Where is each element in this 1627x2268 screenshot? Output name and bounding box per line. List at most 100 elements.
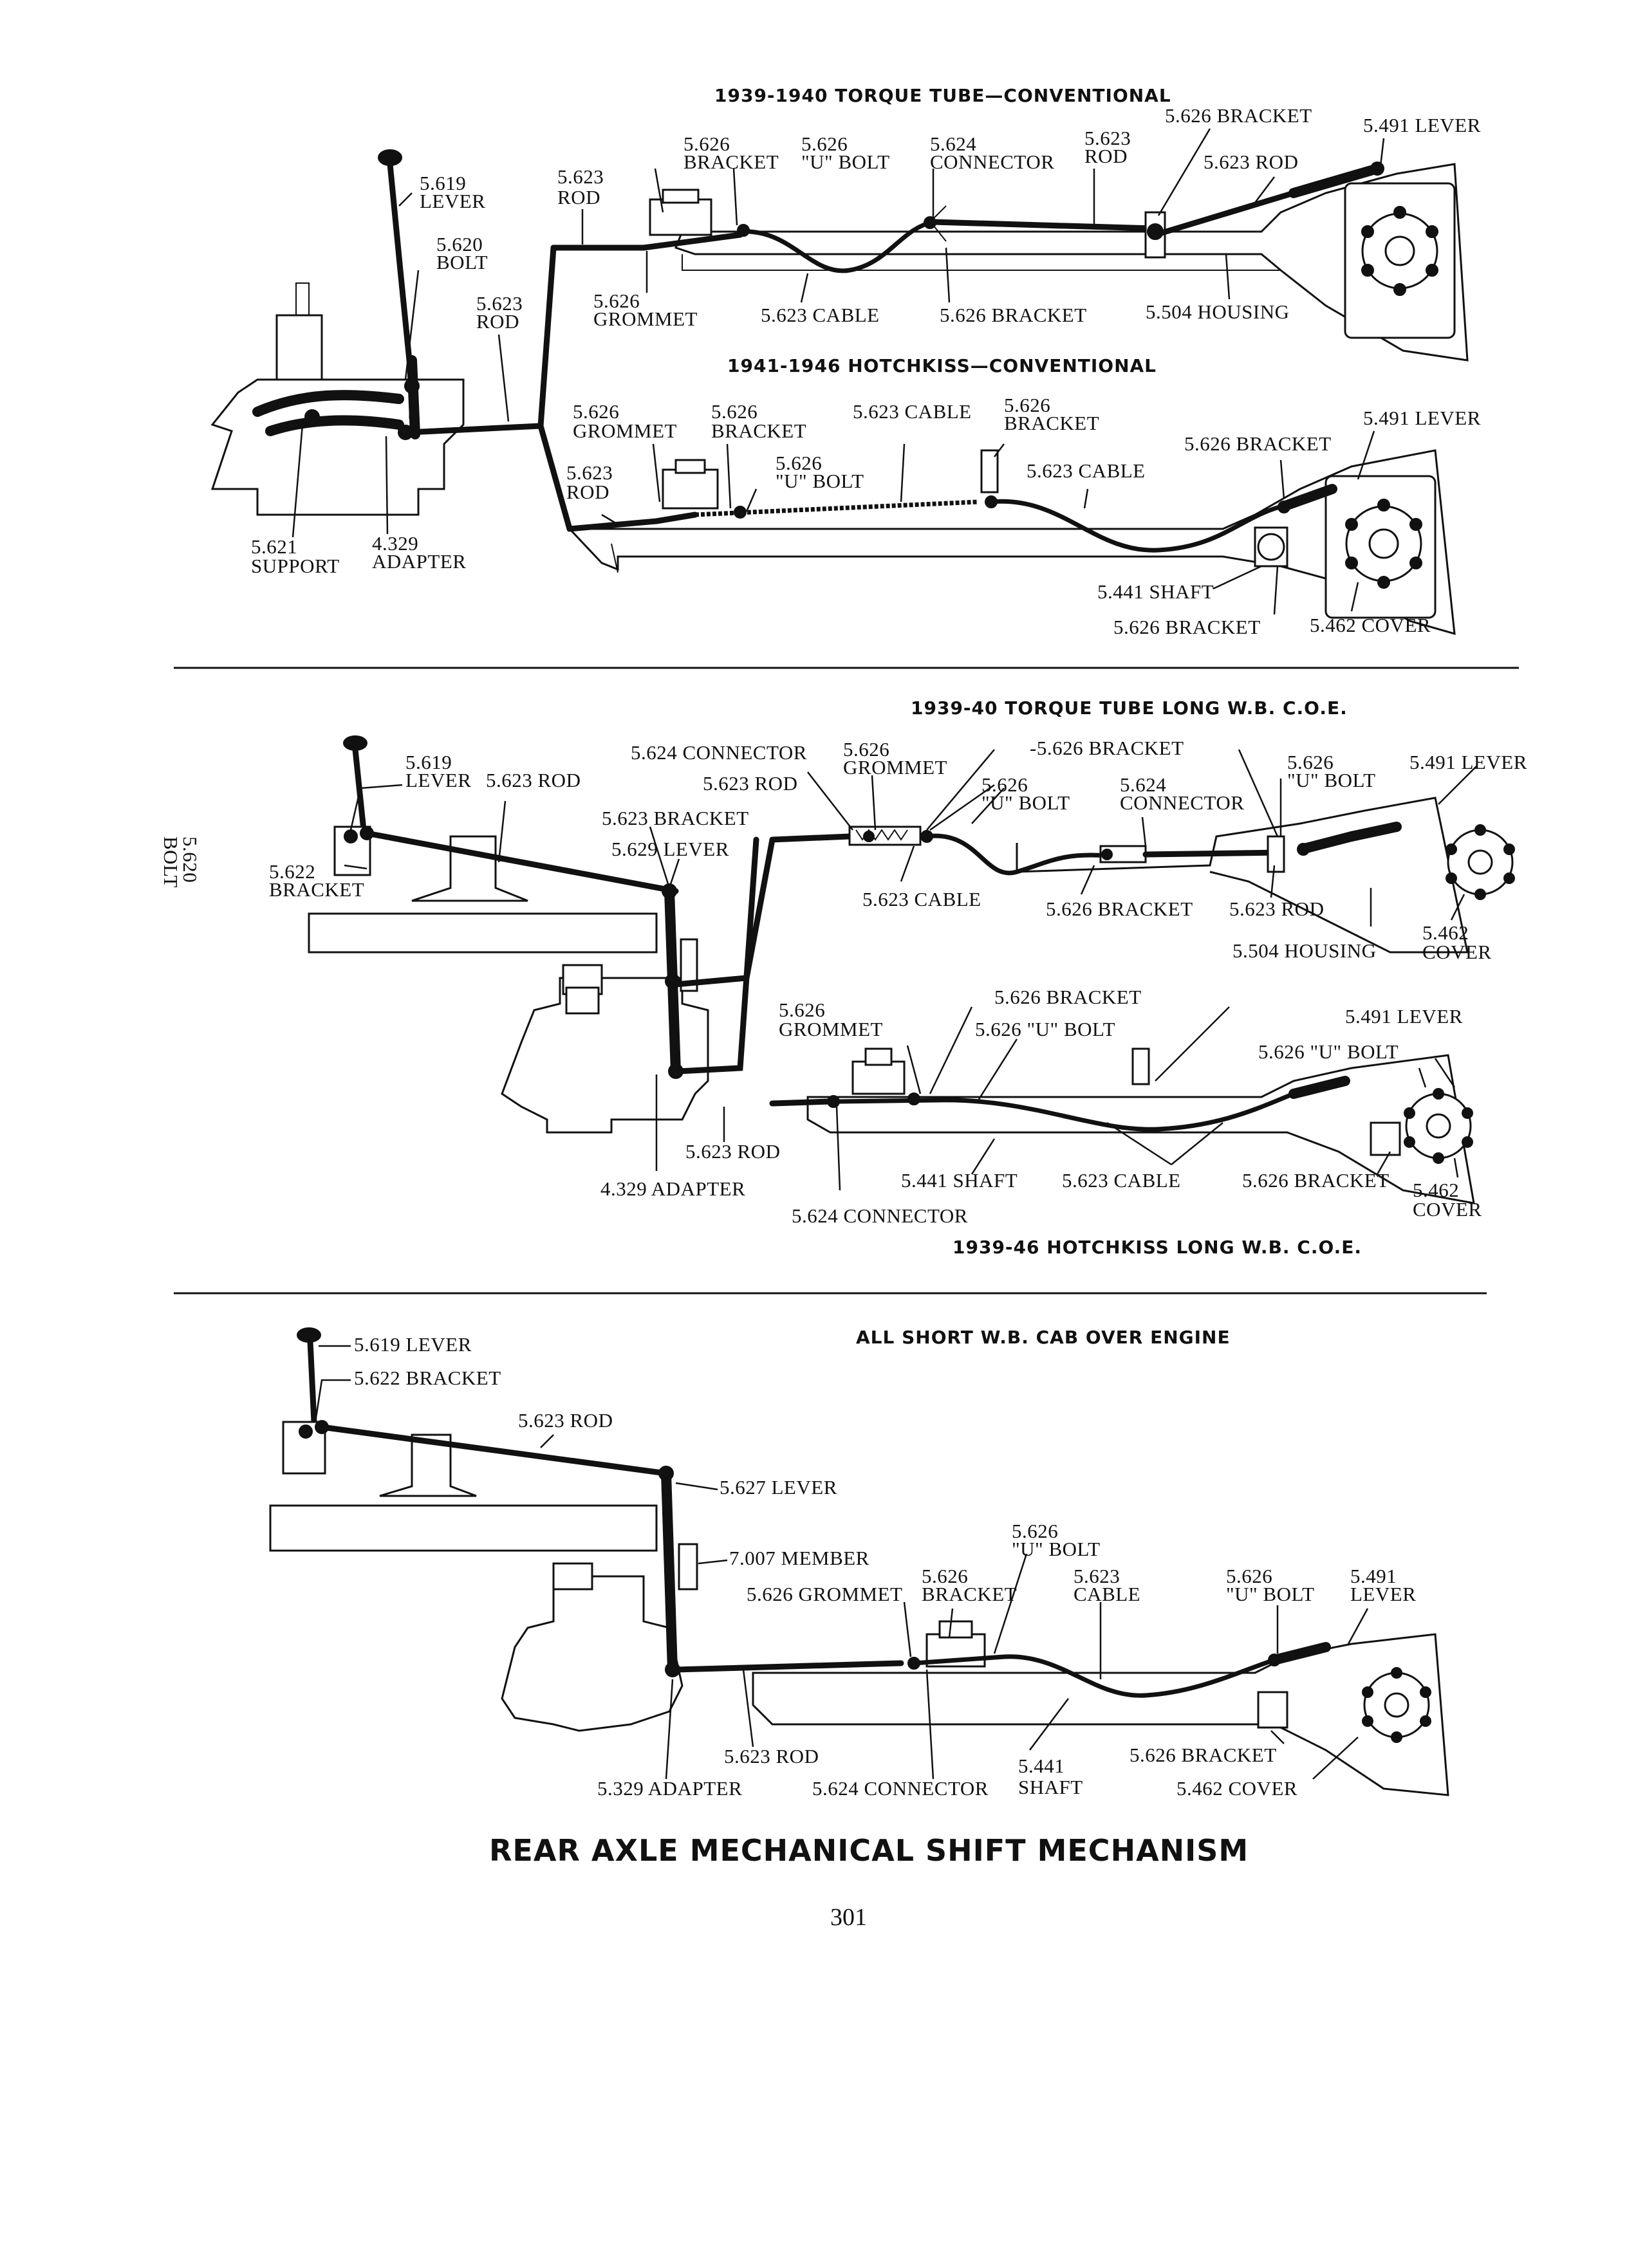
d2-rod-name: ROD <box>566 481 609 503</box>
d3-rod-a-label: 5.623 ROD <box>486 769 581 791</box>
d5-grommet-label: 5.626 GROMMET <box>747 1583 902 1605</box>
d5-bracket-a-label: 5.626 <box>922 1565 968 1587</box>
diagram4-header: 1939-46 HOTCHKISS LONG W.B. C.O.E. <box>953 1237 1362 1258</box>
d5-rod-a-label: 5.623 ROD <box>518 1409 613 1432</box>
d5-ubolt-b-label: 5.626 <box>1226 1565 1272 1587</box>
d2-grommet-name: GROMMET <box>573 419 677 442</box>
shift-lever-label: 5.619 <box>420 172 466 194</box>
d1-bracket-top-label: 5.626 BRACKET <box>1165 104 1312 127</box>
diagram-short-wb-cab-over-engine: ALL SHORT W.B. CAB OVER ENGINE <box>269 1327 1449 1800</box>
d5-member-label: 7.007 MEMBER <box>729 1547 869 1569</box>
d3-cover-label: 5.462 <box>1422 921 1469 944</box>
diagram2-header: 1941-1946 HOTCHKISS—CONVENTIONAL <box>727 355 1157 376</box>
d4-bracket-b-label: 5.626 BRACKET <box>1242 1169 1390 1192</box>
d3-ubolt-b-name: "U" BOLT <box>1287 769 1376 791</box>
d3-bracket-b-label: 5.626 BRACKET <box>1046 898 1193 920</box>
d2-bracket-d-label: 5.626 BRACKET <box>1113 616 1261 638</box>
d1-grommet-name: GROMMET <box>593 308 698 330</box>
d3-grommet-label: 5.626 <box>843 738 889 761</box>
d5-bracket-b-label: 5.626 BRACKET <box>1130 1744 1277 1766</box>
diagram3-header: 1939-40 TORQUE TUBE LONG W.B. C.O.E. <box>911 697 1348 719</box>
diagram5-header: ALL SHORT W.B. CAB OVER ENGINE <box>856 1327 1231 1348</box>
d2-bracket-a-label: 5.626 <box>711 400 758 423</box>
shift-adapter-name: ADAPTER <box>372 550 466 573</box>
d1-ubolt-a-label: 5.626 <box>801 133 848 155</box>
d5-cable-label: 5.623 <box>1074 1565 1120 1587</box>
diagram1-header: 1939-1940 TORQUE TUBE—CONVENTIONAL <box>714 85 1171 106</box>
d4-bracket-top-label: 5.626 BRACKET <box>994 986 1142 1008</box>
d3-bracket-left-name: BRACKET <box>269 878 364 901</box>
d1-lever-right-label: 5.491 LEVER <box>1363 114 1481 136</box>
d4-grommet-label: 5.626 <box>779 999 825 1021</box>
shift-adapter-label: 4.329 <box>372 532 418 555</box>
shift-bolt-label: 5.620 <box>436 233 483 255</box>
d2-grommet-label: 5.626 <box>573 400 619 423</box>
d4-rod-label: 5.623 ROD <box>685 1140 780 1163</box>
d3-lever-label: 5.619 <box>405 751 452 773</box>
d2-cable-b-label: 5.623 CABLE <box>1027 459 1146 482</box>
d3-bracket-mid-label: 5.623 BRACKET <box>602 807 749 829</box>
d3-ubolt-a-label: 5.626 <box>981 773 1028 796</box>
d3-connector-a-label: 5.624 CONNECTOR <box>631 741 807 764</box>
d1-bracket-a-label: 5.626 <box>683 133 730 155</box>
d1-cable-label: 5.623 CABLE <box>761 304 880 326</box>
d4-cover-name: COVER <box>1413 1198 1482 1221</box>
d3-grommet-name: GROMMET <box>843 756 947 779</box>
d1-grommet-label: 5.626 <box>593 290 640 312</box>
d3-ubolt-b-label: 5.626 <box>1287 751 1334 773</box>
d3-cable-label: 5.623 CABLE <box>862 888 981 910</box>
d5-shaft-name: SHAFT <box>1018 1776 1083 1798</box>
d4-adapter-label: 4.329 ADAPTER <box>600 1177 745 1200</box>
shift-lever-name: LEVER <box>420 190 485 212</box>
d1-housing-label: 5.504 HOUSING <box>1146 300 1290 323</box>
d3-rod-b-label: 5.623 ROD <box>703 772 797 795</box>
d1-rod-a-name: ROD <box>557 186 600 208</box>
d3-ubolt-a-name: "U" BOLT <box>981 791 1070 814</box>
d2-bracket-c-label: 5.626 BRACKET <box>1184 432 1332 455</box>
d3-lever-name: LEVER <box>405 769 471 791</box>
d2-shaft-label: 5.441 SHAFT <box>1097 580 1214 603</box>
d5-bracket-a-name: BRACKET <box>922 1583 1017 1605</box>
d3-lever-mid-label: 5.629 LEVER <box>611 838 729 860</box>
shift-rod-label: 5.623 <box>476 292 523 315</box>
diagram-hotchkiss-long-wb: 1939-46 HOTCHKISS LONG W.B. C.O.E. 5.626… <box>600 986 1482 1258</box>
d1-rod-a-label: 5.623 <box>557 165 604 188</box>
d3-connector-b-label: 5.624 <box>1120 773 1166 796</box>
d5-cover-label: 5.462 COVER <box>1176 1777 1297 1800</box>
page-title: REAR AXLE MECHANICAL SHIFT MECHANISM <box>489 1833 1249 1868</box>
shift-support-label: 5.621 <box>251 535 297 558</box>
d2-lever-right-label: 5.491 LEVER <box>1363 407 1481 429</box>
d2-bracket-b-name: BRACKET <box>1004 412 1099 434</box>
d4-cover-label: 5.462 <box>1413 1179 1459 1201</box>
d3-rod-c-label: 5.623 ROD <box>1229 898 1324 920</box>
d4-grommet-name: GROMMET <box>779 1018 883 1040</box>
d1-rod-b-name: ROD <box>1084 145 1128 167</box>
page-number: 301 <box>830 1904 867 1931</box>
d3-bolt-name: BOLT <box>160 836 182 888</box>
d4-lever-right-label: 5.491 LEVER <box>1345 1005 1463 1028</box>
d1-rod-b-label: 5.623 <box>1084 127 1131 149</box>
shift-lever-assembly: 5.619 LEVER 5.620 BOLT 5.623 ROD 5.621 S… <box>210 149 573 577</box>
d1-bracket-a-name: BRACKET <box>683 151 779 173</box>
diagram-torque-tube-long-wb: 1939-40 TORQUE TUBE LONG W.B. C.O.E. <box>160 697 1527 1134</box>
d3-bracket-left-label: 5.622 <box>269 860 315 883</box>
d4-ubolt-b-label: 5.626 "U" BOLT <box>1258 1040 1399 1063</box>
d5-ubolt-a-label: 5.626 <box>1012 1520 1058 1542</box>
shift-bolt-name: BOLT <box>436 251 488 273</box>
d2-bracket-b-label: 5.626 <box>1004 394 1050 416</box>
d2-rod-label: 5.623 <box>566 461 613 484</box>
d1-bracket-b-label: 5.626 BRACKET <box>940 304 1087 326</box>
shift-rod-name: ROD <box>476 310 519 333</box>
d5-lever-mid-label: 5.627 LEVER <box>720 1476 837 1498</box>
diagram-hotchkiss-conventional: 1941-1946 HOTCHKISS—CONVENTIONAL 5.626 G <box>566 355 1481 638</box>
diagram-torque-tube-conventional: 1939-1940 TORQUE TUBE—CONVENTIONAL <box>550 85 1481 362</box>
d3-lever-right-label: 5.491 LEVER <box>1409 751 1527 773</box>
d1-connector-a-name: CONNECTOR <box>930 151 1054 173</box>
d1-connector-a-label: 5.624 <box>930 133 976 155</box>
d5-cable-name: CABLE <box>1074 1583 1140 1605</box>
d5-connector-label: 5.624 CONNECTOR <box>812 1777 989 1800</box>
d5-lever-label: 5.619 LEVER <box>354 1333 472 1356</box>
d3-cover-name: COVER <box>1422 941 1492 963</box>
d5-lever-right-label: 5.491 <box>1350 1565 1397 1587</box>
